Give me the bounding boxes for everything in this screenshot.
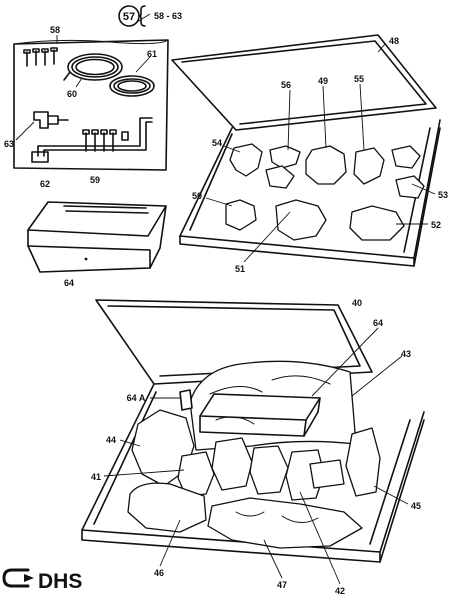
callout-58: 58 xyxy=(50,25,60,35)
rock-41 xyxy=(177,451,215,497)
callout-58-63: 58 - 63 xyxy=(154,11,182,21)
screw-set xyxy=(82,129,129,152)
callout-41: 41 xyxy=(91,472,101,482)
callout-55: 55 xyxy=(354,74,364,84)
callout-40: 40 xyxy=(352,298,362,308)
lower-tray-assembly xyxy=(81,299,425,563)
callout-63: 63 xyxy=(4,139,14,149)
callout-59: 59 xyxy=(90,175,100,185)
rock-55 xyxy=(353,147,385,185)
rock-block xyxy=(309,459,345,489)
post-64a xyxy=(179,389,193,411)
callout-64-box: 64 xyxy=(64,278,74,288)
callout-44: 44 xyxy=(106,435,116,445)
burner-box xyxy=(27,201,167,273)
top-tray-assembly xyxy=(171,34,441,267)
rock-center xyxy=(211,437,253,491)
rock-54 xyxy=(229,143,263,177)
dhs-logo: DHS xyxy=(2,568,82,593)
callout-60: 60 xyxy=(67,89,77,99)
rock-46 xyxy=(127,482,207,533)
rock-53 xyxy=(395,175,425,199)
screws xyxy=(23,47,58,67)
rock-51 xyxy=(275,199,327,241)
parts-bag xyxy=(13,39,169,171)
callout-57: 57 xyxy=(123,11,135,23)
hose-coil xyxy=(63,53,123,81)
callout-43: 43 xyxy=(401,349,411,359)
callout-48: 48 xyxy=(389,36,399,46)
rock-center-b xyxy=(249,445,289,495)
rock-47 xyxy=(207,497,363,549)
callout-61: 61 xyxy=(147,49,157,59)
callout-62: 62 xyxy=(40,179,50,189)
callout-64-installed: 64 xyxy=(373,318,383,328)
callout-50: 50 xyxy=(192,191,202,201)
rock-56 xyxy=(269,145,301,169)
rock-52 xyxy=(349,205,405,241)
callout-53: 53 xyxy=(438,190,448,200)
rock-50 xyxy=(225,199,257,231)
tube-coil xyxy=(109,75,155,97)
burner-box-installed xyxy=(199,393,321,421)
callout-51: 51 xyxy=(235,264,245,274)
callout-56: 56 xyxy=(281,80,291,90)
rock-45 xyxy=(345,427,381,497)
callout-49: 49 xyxy=(318,76,328,86)
callout-46: 46 xyxy=(154,568,164,578)
rock-56b xyxy=(265,165,295,189)
callout-labels: 57 58 - 63 58 48 61 60 63 62 59 56 49 55… xyxy=(4,5,448,596)
dhs-logo-mark xyxy=(2,568,30,588)
callout-52: 52 xyxy=(431,220,441,230)
dhs-logo-text: DHS xyxy=(38,570,82,593)
elbow-fitting xyxy=(33,111,69,129)
rock-55b xyxy=(391,145,421,169)
callout-42: 42 xyxy=(335,586,345,596)
callout-45: 45 xyxy=(411,501,421,511)
tube-assembly xyxy=(31,117,153,163)
callout-64a: 64 A xyxy=(127,393,146,403)
rock-49 xyxy=(305,145,347,185)
leader-lines xyxy=(15,13,436,585)
callout-47: 47 xyxy=(277,580,287,590)
callout-54: 54 xyxy=(212,138,222,148)
